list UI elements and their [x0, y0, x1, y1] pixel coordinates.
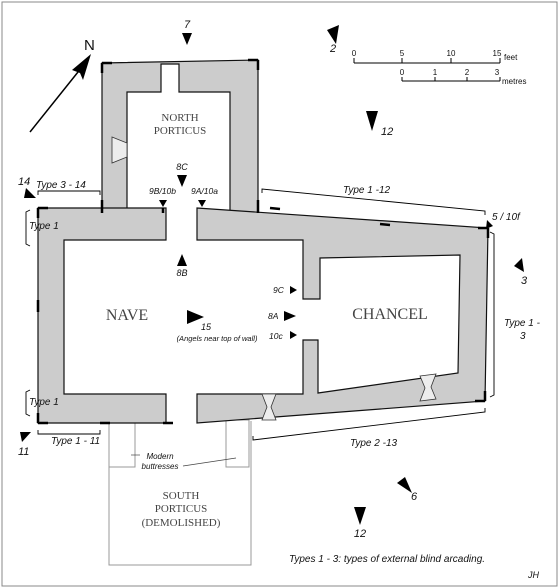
view-9b-10b: 9B/10b [149, 186, 176, 196]
view-6: 6 [411, 491, 418, 503]
south-porticus-outline [108, 419, 252, 566]
label-type-1-3-a: Type 1 - [504, 318, 541, 329]
view-11: 11 [18, 446, 29, 458]
bracket-type-1-west-lower [25, 389, 31, 417]
nave-label: NAVE [106, 307, 148, 324]
label-type-1-west-lower: Type 1 [29, 397, 59, 408]
south-porticus-line2: PORTICUS [155, 503, 208, 515]
arcading-brackets [25, 188, 495, 441]
arrow-15 [187, 310, 204, 324]
south-porticus-line1: SOUTH [163, 490, 200, 502]
view-14: 14 [18, 176, 30, 188]
walls [37, 59, 489, 424]
bracket-type-2-13 [252, 408, 486, 441]
view-9a-10a: 9A/10a [191, 186, 218, 196]
view-9c: 9C [273, 285, 285, 295]
view-8c: 8C [176, 162, 188, 172]
window-splays [111, 136, 437, 421]
room-labels: NORTH PORTICUS NAVE CHANCEL SOUTH PORTIC… [106, 112, 428, 529]
arrow-2 [327, 25, 339, 44]
view-8a: 8A [268, 311, 279, 321]
label-type-2-13: Type 2 -13 [350, 438, 397, 449]
arrow-5 [486, 220, 493, 229]
north-porticus-line1: NORTH [161, 112, 198, 124]
arrow-9b [159, 200, 167, 207]
metres-unit: metres [502, 77, 526, 86]
view-12-bottom: 12 [354, 528, 366, 540]
arcading-legend: Types 1 - 3: types of external blind arc… [289, 554, 485, 565]
arrow-3 [514, 258, 524, 272]
bracket-type-1-11 [37, 430, 101, 435]
buttress-leaders [131, 454, 237, 467]
chancel-label: CHANCEL [352, 306, 428, 323]
bracket-type-1-west-upper [25, 209, 31, 247]
scale-bar [353, 58, 501, 82]
arrow-6 [397, 477, 412, 493]
arrow-11 [20, 432, 31, 442]
bracket-type-1-12 [261, 188, 486, 215]
north-arrow: N [29, 37, 95, 133]
north-porticus-line2: PORTICUS [154, 125, 207, 137]
arrow-9c [290, 286, 297, 294]
feet-unit: feet [504, 53, 518, 62]
arrow-8c [177, 175, 187, 187]
view-3: 3 [521, 275, 528, 287]
modern-buttresses-line1: Modern [146, 452, 174, 461]
arrow-12-top [366, 111, 378, 131]
view-8b: 8B [176, 268, 187, 278]
metres-tick-1: 1 [433, 68, 438, 77]
modern-buttresses-line2: buttresses [142, 462, 179, 471]
label-type-1-3-b: 3 [520, 331, 526, 342]
metres-tick-2: 2 [465, 68, 470, 77]
label-type-1-west-upper: Type 1 [29, 221, 59, 232]
angels-note: (Angels near top of wall) [177, 334, 258, 343]
feet-tick-15: 15 [493, 49, 502, 58]
arrow-7 [182, 33, 192, 45]
scale-labels: 0 5 10 15 feet 0 1 2 3 metres [352, 49, 527, 86]
corner-ticks [36, 58, 490, 425]
bracket-type-1-3 [489, 231, 495, 398]
label-type-1-11: Type 1 - 11 [51, 436, 100, 447]
metres-tick-3: 3 [495, 68, 500, 77]
arrow-9a [198, 200, 206, 207]
feet-tick-10: 10 [447, 49, 456, 58]
bracket-type-3-14 [37, 190, 101, 195]
view-5-10f: 5 / 10f [492, 212, 521, 223]
viewpoint-labels: 7 2 12 14 8C 9B/10b 9A/10a 8B 15 9C 8A 1… [18, 19, 528, 540]
feet-tick-0: 0 [352, 49, 357, 58]
view-15: 15 [201, 322, 212, 332]
north-label: N [84, 37, 95, 54]
label-type-3-14: Type 3 - 14 [36, 180, 86, 191]
view-12-top: 12 [381, 126, 393, 138]
feet-tick-5: 5 [400, 49, 405, 58]
arrow-8a [284, 311, 296, 321]
author-initials: JH [527, 570, 540, 580]
arrow-14 [24, 188, 36, 198]
arrow-12-bottom [354, 507, 366, 525]
annotations: Modern buttresses (Angels near top of wa… [142, 334, 258, 471]
arrow-8b [177, 254, 187, 266]
arcading-labels: Type 3 - 14 Type 1 -12 Type 1 Type 1 Typ… [29, 180, 541, 449]
label-type-1-12: Type 1 -12 [343, 185, 390, 196]
viewpoint-arrows [20, 25, 524, 525]
view-10c: 10c [269, 331, 283, 341]
view-7: 7 [184, 19, 191, 31]
view-2: 2 [329, 43, 336, 55]
metres-tick-0: 0 [400, 68, 405, 77]
south-porticus-line3: (DEMOLISHED) [142, 517, 221, 529]
arrow-10c [290, 331, 297, 339]
